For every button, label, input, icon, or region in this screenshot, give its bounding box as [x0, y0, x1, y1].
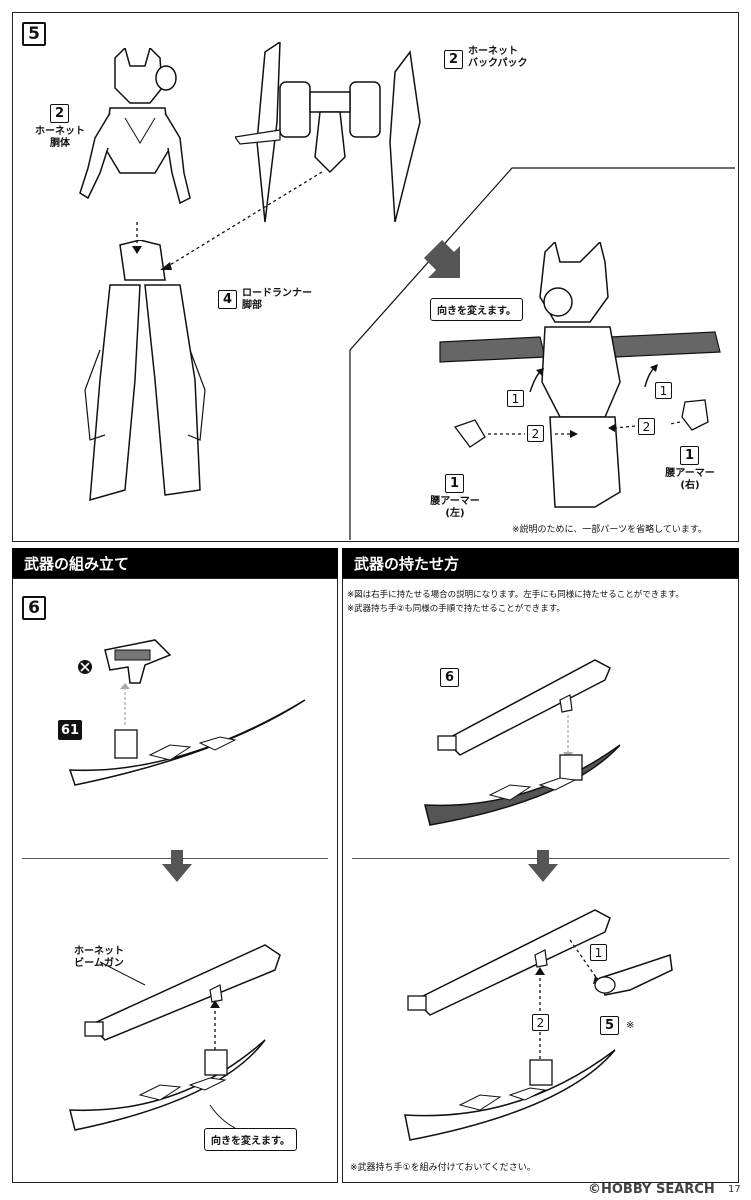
backpack-part-number: 2 [444, 50, 463, 69]
waist-armor-right-label: 腰アーマー (右) [665, 468, 715, 491]
backpack-label: ホーネット バックパック [468, 46, 528, 69]
part-61-number: 61 [58, 720, 82, 740]
assembly-bottom-illustration [69, 944, 281, 1131]
holding-step-1-number: 1 [590, 944, 607, 961]
inset-right-rotate-number: 1 [655, 382, 672, 399]
torso-part-number: 2 [50, 104, 69, 123]
beam-gun-label: ホーネット ビームガン [74, 946, 124, 969]
roadrunner-legs-illustration [84, 240, 206, 502]
assembly-down-arrow-icon [162, 850, 192, 882]
inset-right-attach-number: 2 [638, 418, 655, 435]
holding-bottom-illustration [404, 909, 673, 1141]
waist-armor-inset-illustration [439, 242, 721, 508]
legs-part-number: 4 [218, 290, 237, 309]
assembly-turn-label: 向きを変えます。 [204, 1128, 297, 1151]
step5-note: ※説明のために、一部パーツを省略しています。 [512, 525, 707, 535]
inset-turn-label: 向きを変えます。 [430, 298, 523, 321]
hobby-search-watermark: ©HOBBY SEARCH [588, 1182, 715, 1197]
weapon-holding-frame [342, 578, 739, 1183]
hand-note-mark: ※ [626, 1020, 635, 1031]
assembly-top-illustration [68, 639, 306, 786]
weapon-assembly-header: 武器の組み立て [12, 548, 338, 578]
holding-footer-note: ※武器持ち手①を組み付けておいてください。 [350, 1163, 536, 1173]
holding-top-illustration [424, 659, 621, 826]
hand-part-number: 5 [600, 1016, 619, 1035]
inset-left-attach-number: 2 [527, 425, 544, 442]
weapon-holding-header: 武器の持たせ方 [342, 548, 739, 578]
torso-label: ホーネット 胴体 [35, 126, 85, 149]
weapon-assembly-frame [12, 578, 338, 1183]
hornet-torso-illustration [79, 48, 191, 205]
page-number: 17 [728, 1184, 741, 1195]
holding-gun-number: 6 [440, 668, 459, 687]
waist-armor-right-number: 1 [680, 446, 699, 465]
step5-number: 5 [22, 22, 46, 46]
legs-label: ロードランナー 脚部 [242, 288, 312, 311]
holding-down-arrow-icon [528, 850, 558, 882]
waist-armor-left-label: 腰アーマー (左) [430, 496, 480, 519]
step5-assembly-arrows [132, 167, 735, 540]
step6-number: 6 [22, 596, 46, 620]
holding-note-2: ※武器持ち手②も同様の手順で持たせることができます。 [347, 604, 565, 614]
hornet-backpack-illustration [235, 42, 421, 223]
holding-step-2-number: 2 [532, 1014, 549, 1031]
inset-left-rotate-number: 1 [507, 390, 524, 407]
waist-armor-left-number: 1 [445, 474, 464, 493]
step5-frame [12, 12, 739, 542]
holding-note-1: ※図は右手に持たせる場合の説明になります。左手にも同様に持たせることができます。 [347, 590, 684, 600]
